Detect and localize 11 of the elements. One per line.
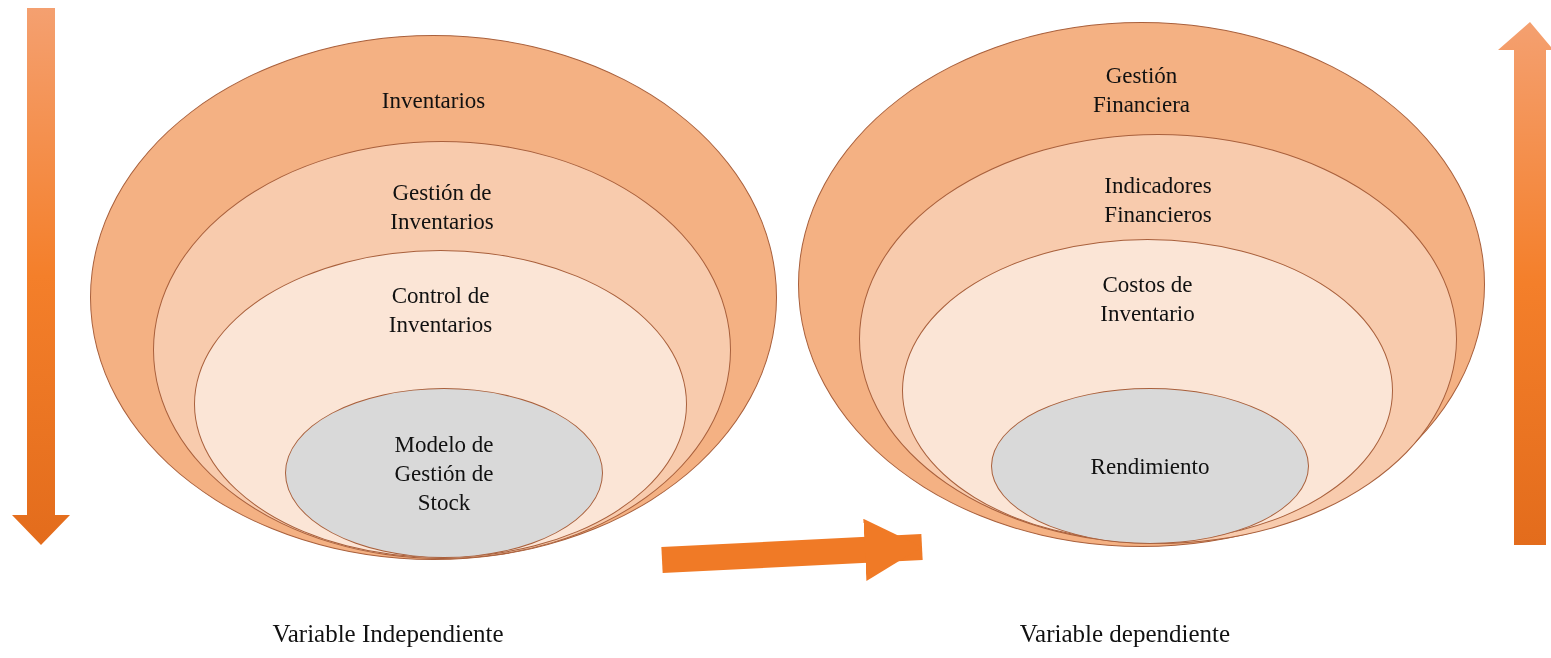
block-arrow <box>661 518 923 581</box>
ellipse-label: Indicadores Financieros <box>1103 172 1213 229</box>
ellipse-label: Inventarios <box>380 87 487 115</box>
ellipse-label: Costos de Inventario <box>1099 271 1196 328</box>
ellipse-label: Modelo de Gestión de Stock <box>393 430 495 517</box>
ellipse-label: Rendimiento <box>1089 452 1211 481</box>
caption-text: Variable dependiente <box>1019 620 1231 648</box>
ellipse-label: Gestión de Inventarios <box>389 179 495 236</box>
ellipse-label: Gestión Financiera <box>1091 62 1192 119</box>
caption-text: Variable Independiente <box>272 620 504 648</box>
ellipse-label: Control de Inventarios <box>387 282 494 339</box>
